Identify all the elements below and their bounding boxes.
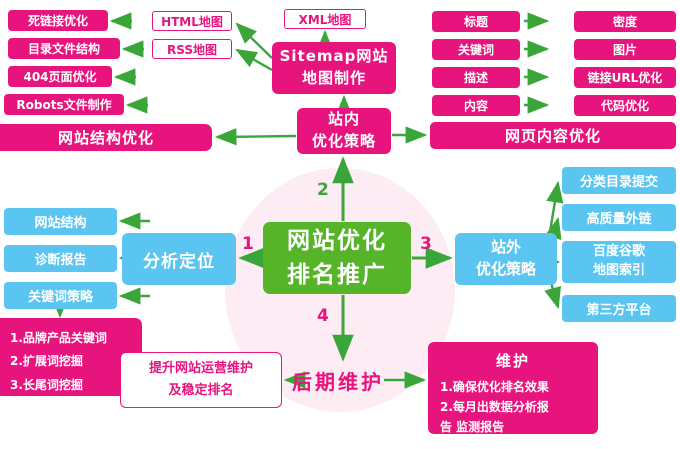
center-node: 网站优化 排名推广 — [263, 222, 411, 294]
rss-map-node: RSS地图 — [152, 39, 232, 59]
offsite-item-line1: 百度谷歌 — [592, 244, 645, 260]
maintenance-detail-line: 告 监测报告 — [440, 420, 505, 435]
page-content-item: 描述 — [432, 67, 520, 88]
page-content-summary-bar: 网页内容优化 — [430, 122, 676, 149]
branch-number-1: 1 — [242, 234, 254, 254]
onsite-strategy-line2: 优化策略 — [311, 132, 376, 150]
branch-number-2: 2 — [317, 180, 329, 200]
late-maintenance-label: 后期维护 — [292, 369, 384, 394]
maintenance-detail-line: 2.每月出数据分析报 — [440, 399, 549, 414]
center-node-line2: 排名推广 — [287, 262, 387, 288]
page-content-item: 内容 — [432, 95, 520, 116]
analysis-hub-node: 分析定位 — [122, 233, 236, 285]
site-structure-summary-bar: 网站结构优化 — [0, 124, 212, 151]
branch-number-4: 4 — [317, 306, 329, 326]
site-structure-item: Robots文件制作 — [4, 94, 124, 115]
keyword-strategy-line: 3.长尾词挖掘 — [10, 377, 83, 392]
maintenance-detail-line: 1.确保优化排名效果 — [440, 379, 549, 394]
operation-box: 提升网站运营维护 及稳定排名 — [120, 352, 282, 408]
onsite-strategy-node: 站内 优化策略 — [297, 108, 391, 154]
branch-number-3: 3 — [420, 234, 432, 254]
sitemap-node-line1: Sitemap网站 — [279, 47, 389, 66]
offsite-item: 高质量外链 — [562, 204, 676, 231]
page-content-item: 链接URL优化 — [574, 67, 676, 88]
onsite-strategy-line1: 站内 — [327, 110, 360, 129]
html-map-node: HTML地图 — [152, 11, 232, 31]
offsite-item: 百度谷歌 地图索引 — [562, 241, 676, 283]
xml-map-node: XML地图 — [284, 9, 366, 29]
site-structure-item: 404页面优化 — [8, 66, 112, 87]
maintenance-detail-box: 维护 1.确保优化排名效果 2.每月出数据分析报 告 监测报告 — [428, 342, 598, 434]
operation-box-line2: 及稳定排名 — [168, 383, 234, 398]
keyword-strategy-line: 2.扩展词挖掘 — [10, 354, 83, 369]
analysis-item: 关键词策略 — [4, 282, 117, 309]
analysis-item: 诊断报告 — [4, 245, 117, 272]
page-content-item: 标题 — [432, 11, 520, 32]
offsite-strategy-line2: 优化策略 — [475, 260, 536, 278]
offsite-item: 第三方平台 — [562, 295, 676, 322]
offsite-strategy-node: 站外 优化策略 — [455, 233, 557, 285]
center-node-line1: 网站优化 — [287, 227, 387, 254]
keyword-strategy-line: 1.品牌产品关键词 — [10, 331, 107, 345]
offsite-item-line2: 地图索引 — [592, 263, 645, 278]
operation-box-line1: 提升网站运营维护 — [148, 360, 253, 376]
analysis-item: 网站结构 — [4, 208, 117, 235]
maintenance-detail-title: 维护 — [495, 352, 530, 370]
offsite-item: 分类目录提交 — [562, 167, 676, 194]
offsite-strategy-line1: 站外 — [490, 238, 521, 257]
page-content-item: 图片 — [574, 39, 676, 60]
page-content-item: 关键词 — [432, 39, 520, 60]
page-content-item: 代码优化 — [574, 95, 676, 116]
sitemap-node-line2: 地图制作 — [301, 69, 366, 87]
keyword-strategy-list: 1.品牌产品关键词 2.扩展词挖掘 3.长尾词挖掘 — [0, 318, 142, 396]
sitemap-node: Sitemap网站 地图制作 — [272, 42, 396, 94]
page-content-item: 密度 — [574, 11, 676, 32]
site-structure-item: 目录文件结构 — [8, 38, 120, 59]
site-structure-item: 死链接优化 — [8, 10, 108, 31]
